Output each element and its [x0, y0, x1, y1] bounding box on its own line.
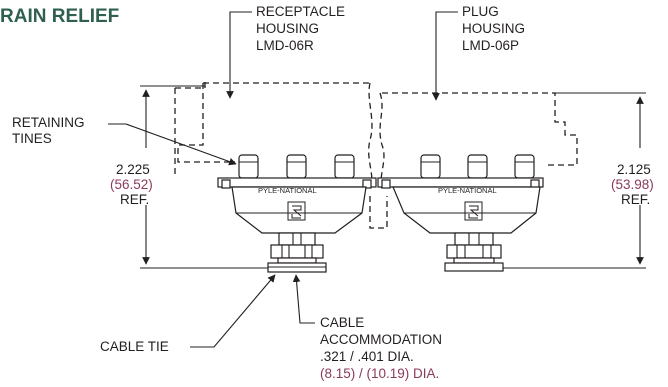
cable-accommodation-label-line2: ACCOMMODATION [320, 332, 442, 347]
retaining-tines-label-line1: RETAINING [12, 115, 85, 130]
plug-label-line2: HOUSING [462, 21, 525, 36]
plug-housing-outline [379, 92, 578, 191]
retaining-tines-leader [108, 123, 237, 166]
left-dimension-metric: (56.52) [110, 177, 153, 192]
left-dimension [140, 85, 268, 269]
plug-leader [432, 11, 458, 101]
plug-connector: PYLE-NATIONAL [377, 154, 544, 272]
right-dimension-suffix: REF. [621, 192, 650, 207]
right-dimension [503, 92, 646, 269]
brand-label: PYLE-NATIONAL [258, 186, 317, 195]
cable-accommodation-label-line3: .321 / .401 DIA. [320, 349, 414, 364]
right-dimension-value: 2.125 [617, 162, 651, 177]
right-dimension-metric: (53.98) [611, 177, 654, 192]
receptacle-label-line1: RECEPTACLE [256, 4, 345, 19]
retaining-tines-label-line2: TINES [12, 131, 52, 146]
receptacle-connector: PYLE-NATIONAL [217, 154, 377, 273]
receptacle-label-line3: LMD-06R [256, 38, 314, 53]
cable-accommodation-label-line1: CABLE [320, 315, 364, 330]
cable-tie-label: CABLE TIE [100, 339, 169, 354]
housing-latch-outline [369, 196, 388, 229]
page-title: RAIN RELIEF [0, 6, 119, 27]
left-dimension-value: 2.225 [116, 162, 150, 177]
receptacle-leader [226, 11, 252, 99]
cable-accommodation-metric: (8.15) / (10.19) DIA. [320, 366, 439, 381]
receptacle-housing-outline [174, 82, 373, 191]
plug-label-line1: PLUG [462, 4, 499, 19]
cable-accommodation-leader [292, 274, 315, 324]
plug-label-line3: LMD-06P [462, 38, 519, 53]
cable-tie-leader [190, 274, 276, 348]
receptacle-label-line2: HOUSING [256, 21, 319, 36]
left-dimension-suffix: REF. [120, 192, 149, 207]
brand-label: PYLE-NATIONAL [438, 186, 497, 195]
